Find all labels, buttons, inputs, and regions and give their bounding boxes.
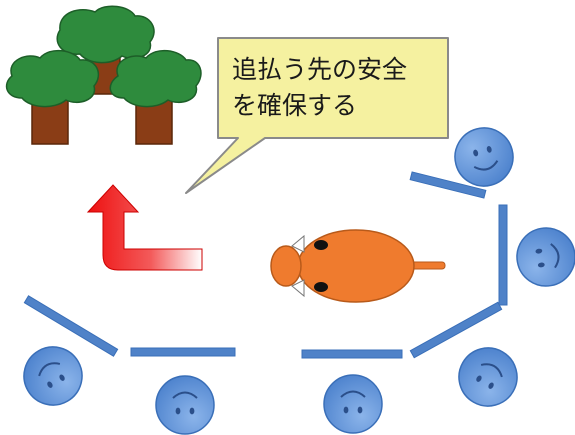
fence-bar	[409, 301, 503, 359]
callout-line-1: 追払う先の安全	[232, 55, 407, 84]
tree-left	[5, 49, 100, 145]
tree-right	[109, 49, 202, 145]
fence-bar	[498, 204, 508, 306]
smiley-face-icon	[454, 127, 514, 187]
callout-line-2: を確保する	[232, 91, 357, 120]
fence-bar	[23, 295, 119, 357]
escape-route-arrow-icon	[86, 184, 203, 271]
wild-boar-icon	[270, 229, 446, 303]
smiley-face-icon	[155, 375, 215, 435]
smiley-face-icon	[458, 347, 518, 407]
smiley-face-icon	[516, 227, 575, 287]
fence	[23, 171, 508, 359]
speech-callout: 追払う先の安全 を確保する	[185, 37, 449, 194]
fence-bar	[130, 347, 236, 357]
fence-bar	[301, 349, 403, 359]
forest-icon	[5, 5, 202, 145]
people	[23, 127, 575, 435]
fence-bar	[409, 171, 487, 199]
smiley-face-icon	[23, 346, 83, 406]
smiley-face-icon	[323, 374, 383, 434]
